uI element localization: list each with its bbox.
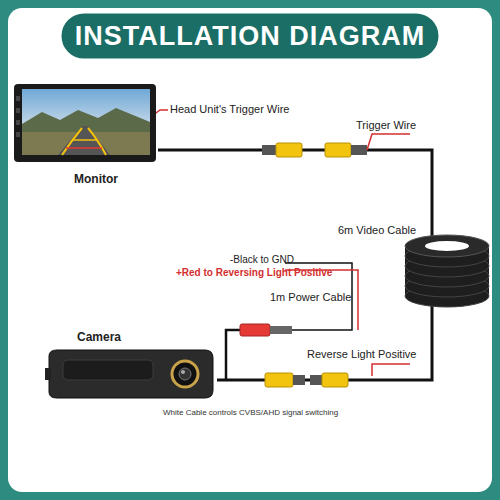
power-cable [226,263,358,380]
title-banner [60,12,440,60]
wire-label: -Black to GND [230,254,294,265]
wire-label: Trigger Wire [356,119,416,131]
node-art [12,82,158,168]
video-cable [158,150,432,380]
monitor-illustration [12,82,158,164]
cable-coil [405,235,489,307]
frame-panel [8,8,492,492]
wire-label: Reverse Light Positive [307,348,416,360]
reverse-light-lead [372,364,410,376]
wire-label: +Red to Reversing Light Positive [176,267,332,278]
rca-connectors-top [262,143,367,157]
monitor-node: Monitor [12,82,158,194]
note-label: White Cable controls CVBS/AHD signal swi… [163,408,338,417]
node-label: Monitor [74,172,118,186]
node-art [45,346,217,408]
wire-label: Head Unit's Trigger Wire [170,103,289,115]
cable-label: 6m Video Cable [338,224,416,236]
rca-connectors-bottom [265,373,348,387]
trigger-wire-lead [367,134,410,150]
title-text: INSTALLATION DIAGRAM [60,12,440,60]
cable-label: 1m Power Cable [270,291,351,303]
node-label: Camera [77,330,121,344]
camera-node: Camera [45,330,217,406]
camera-illustration [45,346,217,404]
